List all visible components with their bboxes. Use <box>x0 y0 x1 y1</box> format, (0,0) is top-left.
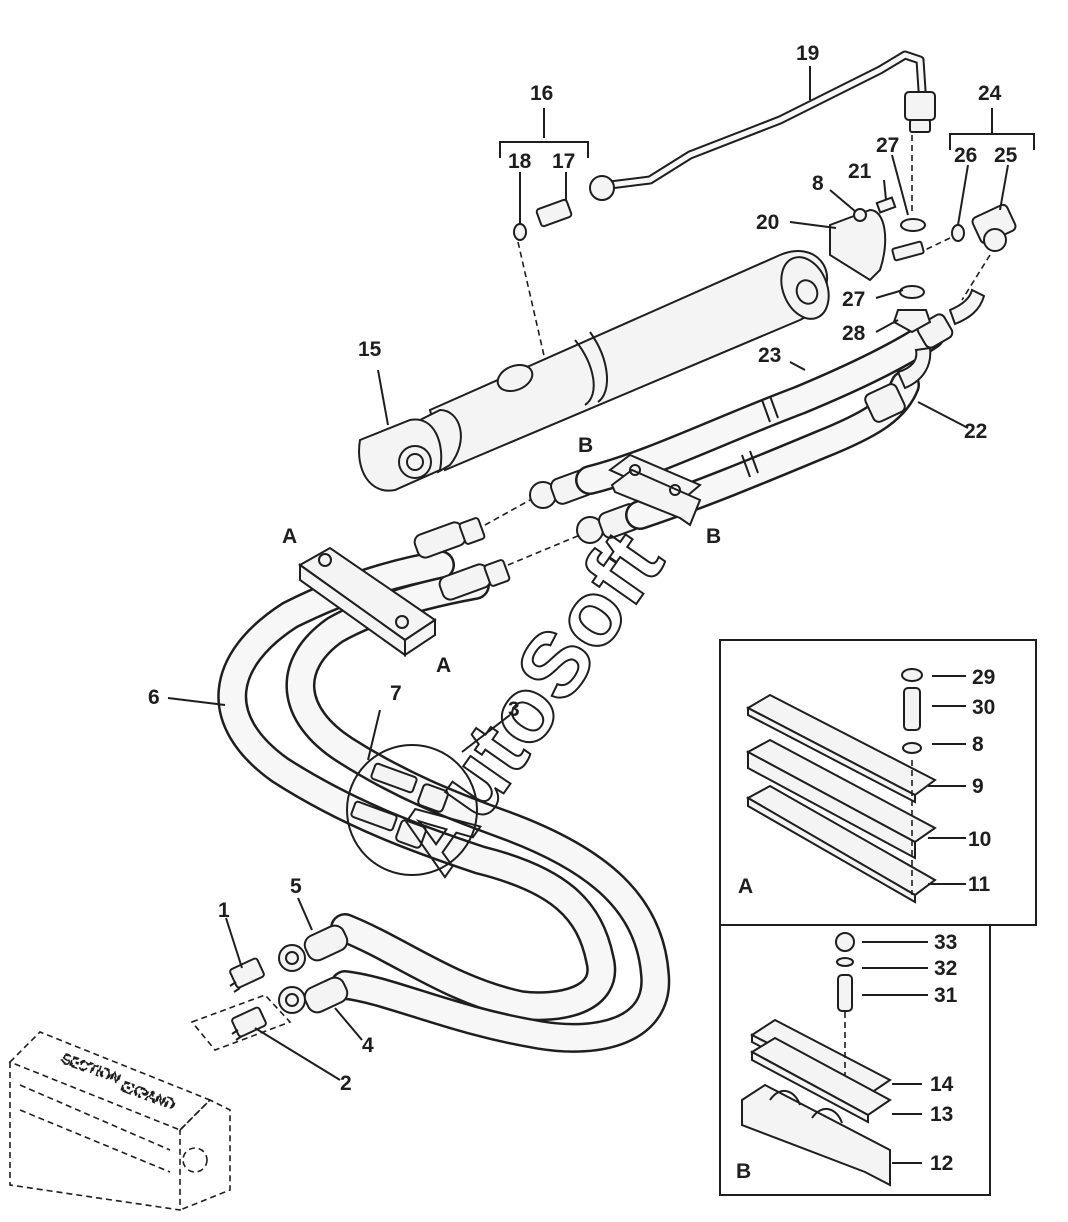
callout-5: 5 <box>290 875 302 898</box>
detail-label-a-mid: A <box>436 654 451 677</box>
hose-23-band <box>761 395 779 423</box>
dash-link-upper <box>484 499 531 526</box>
callout-7: 7 <box>390 682 402 705</box>
inset-a <box>719 639 1037 926</box>
callout-24: 24 <box>978 82 1002 105</box>
callout-12: 12 <box>930 1152 953 1175</box>
callout-2: 2 <box>340 1072 352 1095</box>
callout-3: 3 <box>508 698 520 721</box>
callout-18: 18 <box>508 150 532 173</box>
callout-33: 33 <box>934 931 957 954</box>
callout-16: 16 <box>530 82 553 105</box>
pipe-19 <box>589 50 936 201</box>
callout-29: 29 <box>972 666 995 689</box>
clamp-b <box>608 453 702 527</box>
callout-10: 10 <box>968 828 991 851</box>
hose-end-lower <box>438 559 511 601</box>
hose-end-4 <box>278 976 349 1014</box>
callout-15: 15 <box>358 338 382 361</box>
callout-8: 8 <box>812 172 824 195</box>
inset-b <box>719 924 991 1196</box>
inset-b-label: B <box>736 1160 751 1183</box>
callout-numbers: 1 2 3 4 5 6 7 8 8 9 10 11 12 13 14 15 16… <box>148 42 1018 1175</box>
callout-21: 21 <box>848 160 872 183</box>
washer-18 <box>513 223 527 241</box>
coupling-upper <box>370 762 449 813</box>
hose-end-upper <box>413 517 486 559</box>
callout-14: 14 <box>930 1073 954 1096</box>
hose-22-band <box>741 450 759 478</box>
dash-link-lower <box>507 534 581 566</box>
callout-6: 6 <box>148 686 160 709</box>
callout-23: 23 <box>758 344 781 367</box>
callout-31: 31 <box>934 984 958 1007</box>
washer-26 <box>951 224 965 242</box>
callout-27b: 27 <box>842 288 865 311</box>
bracket-20 <box>829 196 897 282</box>
fitting-2 <box>231 1006 267 1041</box>
inset-a-label: A <box>738 875 753 898</box>
callout-26: 26 <box>954 144 977 167</box>
callout-28: 28 <box>842 322 866 345</box>
callout-22: 22 <box>964 420 987 443</box>
detail-circle <box>346 744 478 876</box>
hose-end-5 <box>278 924 349 972</box>
svg-text:SECTION: SECTION <box>59 1050 123 1086</box>
fitting-1 <box>229 957 265 993</box>
hose-6 <box>217 550 617 1022</box>
callout-17: 17 <box>552 150 575 173</box>
callout-19: 19 <box>796 42 819 65</box>
cylinder-15 <box>358 250 830 492</box>
callout-9: 9 <box>972 775 984 798</box>
fitting-25 <box>971 203 1017 252</box>
callout-11: 11 <box>968 873 991 896</box>
callout-27: 27 <box>876 134 899 157</box>
detail-label-b-right: B <box>706 525 721 548</box>
callout-13: 13 <box>930 1103 953 1126</box>
callout-32: 32 <box>934 957 957 980</box>
callout-25: 25 <box>994 144 1018 167</box>
dash-25-hose <box>961 254 991 301</box>
elbow-22 <box>864 346 932 423</box>
fitting-plate <box>190 994 292 1051</box>
valve-block: SECTION EXPAND <box>8 1031 231 1211</box>
coupling-lower <box>350 800 427 849</box>
callout-1: 1 <box>218 899 230 922</box>
hose-7 <box>285 570 671 1053</box>
dash-16-cyl <box>517 241 546 361</box>
callout-20: 20 <box>756 211 779 234</box>
clamp-a <box>298 546 437 657</box>
callout-30: 30 <box>972 696 995 719</box>
leader-lines <box>167 66 1035 1164</box>
fitting-17 <box>535 198 573 228</box>
dash-26-stack <box>924 237 951 251</box>
washer-stack <box>891 135 932 334</box>
detail-label-a-top: A <box>282 525 297 548</box>
detail-label-b-top: B <box>578 434 593 457</box>
callout-4: 4 <box>362 1034 374 1057</box>
callout-8b: 8 <box>972 733 984 756</box>
